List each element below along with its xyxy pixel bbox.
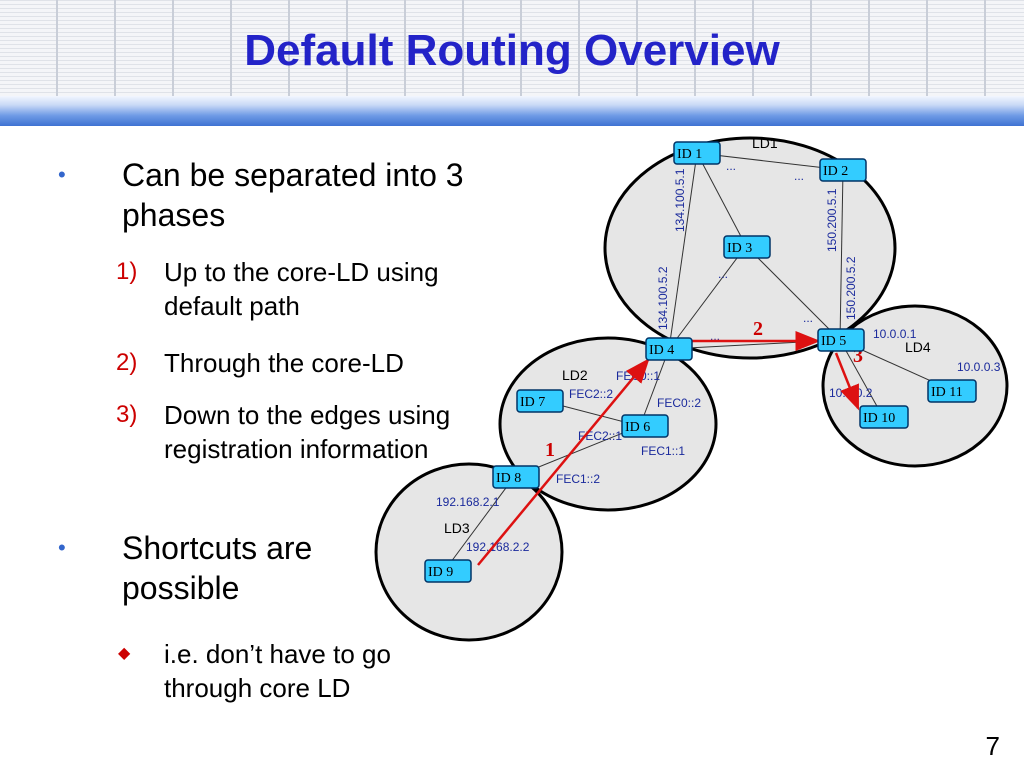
phase-3-arrow	[834, 352, 860, 411]
node-id1[interactable]: ID 1	[673, 141, 721, 165]
node-id5[interactable]: ID 5	[817, 328, 865, 352]
domain-label-ld1: LD1	[752, 135, 778, 151]
sub-item-1-text: Up to the core-LD using default path	[164, 257, 439, 321]
node-id3[interactable]: ID 3	[723, 235, 771, 259]
slide-title: Default Routing Overview	[244, 26, 780, 75]
header-background	[0, 0, 1024, 96]
domain-label-ld4: LD4	[905, 339, 931, 355]
node-label: ID 2	[823, 164, 848, 179]
node-id7[interactable]: ID 7	[516, 389, 564, 413]
addr-label: 192.168.2.2	[466, 540, 530, 554]
phase-1-label: 1	[545, 439, 555, 461]
addr-label: 10.0.0.1	[873, 327, 917, 341]
sub-item-4-text: i.e. don’t have to go through core LD	[164, 639, 391, 703]
bullet-dot-icon: •	[58, 535, 66, 560]
addr-label: 10.0.0.3	[957, 360, 1001, 374]
bullet-1-text: Can be separated into 3 phases	[122, 157, 464, 233]
ellipsis: ...	[803, 311, 813, 325]
phase-3-label: 3	[853, 345, 863, 367]
sub-item-3-number: 3)	[116, 401, 138, 428]
diamond-bullet-icon: ◆	[118, 645, 131, 662]
node-id9[interactable]: ID 9	[424, 559, 472, 583]
phase-2-label: 2	[753, 318, 763, 340]
link	[668, 245, 747, 350]
node-id4[interactable]: ID 4	[645, 337, 693, 361]
addr-label: 150.200.5.2	[844, 256, 858, 320]
header-gradient-bar	[0, 96, 1024, 126]
ellipsis: ...	[710, 329, 720, 343]
domain-ld3	[374, 462, 564, 642]
node-label: ID 6	[625, 420, 650, 435]
ellipsis: ...	[718, 267, 728, 281]
node-label: ID 11	[931, 385, 963, 400]
node-label: ID 3	[727, 241, 752, 256]
node-label: ID 1	[677, 147, 702, 162]
link	[839, 169, 844, 341]
node-id10[interactable]: ID 10	[859, 405, 909, 429]
node-label: ID 8	[496, 471, 521, 486]
ellipsis: ...	[726, 159, 736, 173]
node-label: ID 10	[863, 411, 895, 426]
link	[839, 339, 884, 418]
page-number: 7	[985, 731, 1000, 761]
node-label: ID 5	[821, 334, 846, 349]
addr-label: FEC1::1	[641, 444, 685, 458]
node-label: ID 4	[649, 343, 674, 358]
sub-item-1-number: 1)	[116, 258, 138, 285]
node-label: ID 7	[520, 395, 545, 410]
link	[696, 152, 747, 247]
link	[444, 476, 515, 571]
domain-label-ld3: LD3	[444, 520, 470, 536]
domain-ld2	[498, 336, 718, 512]
link	[696, 152, 844, 171]
phase-arrows	[477, 331, 860, 566]
link	[745, 245, 841, 341]
addr-label: 134.100.5.2	[656, 266, 670, 330]
node-id2[interactable]: ID 2	[819, 158, 867, 182]
bullet-dot-icon: •	[58, 162, 66, 187]
sub-item-2-number: 2)	[116, 349, 138, 376]
addr-label: FEC0::2	[657, 396, 701, 410]
addr-label: 192.168.2.1	[436, 495, 500, 509]
node-label: ID 9	[428, 565, 453, 580]
node-id8[interactable]: ID 8	[492, 465, 540, 489]
addr-label: 150.200.5.1	[825, 188, 839, 252]
node-id6[interactable]: ID 6	[621, 414, 669, 438]
addr-label: 134.100.5.1	[673, 168, 687, 232]
addr-label: FEC1::2	[556, 472, 600, 486]
domain-label-ld2: LD2	[562, 367, 588, 383]
ellipsis-markers: ... ... ... ... ...	[710, 159, 813, 343]
bullet-2-text: Shortcuts are possible	[122, 530, 313, 606]
phase-1-arrow	[477, 358, 650, 566]
ellipsis: ...	[794, 169, 804, 183]
link	[639, 348, 670, 427]
node-id11[interactable]: ID 11	[927, 379, 977, 403]
sub-item-2-text: Through the core-LD	[164, 348, 404, 378]
sub-item-3-text: Down to the edges using registration inf…	[164, 400, 451, 464]
link	[668, 152, 698, 350]
addr-label: FEC2::2	[569, 387, 613, 401]
